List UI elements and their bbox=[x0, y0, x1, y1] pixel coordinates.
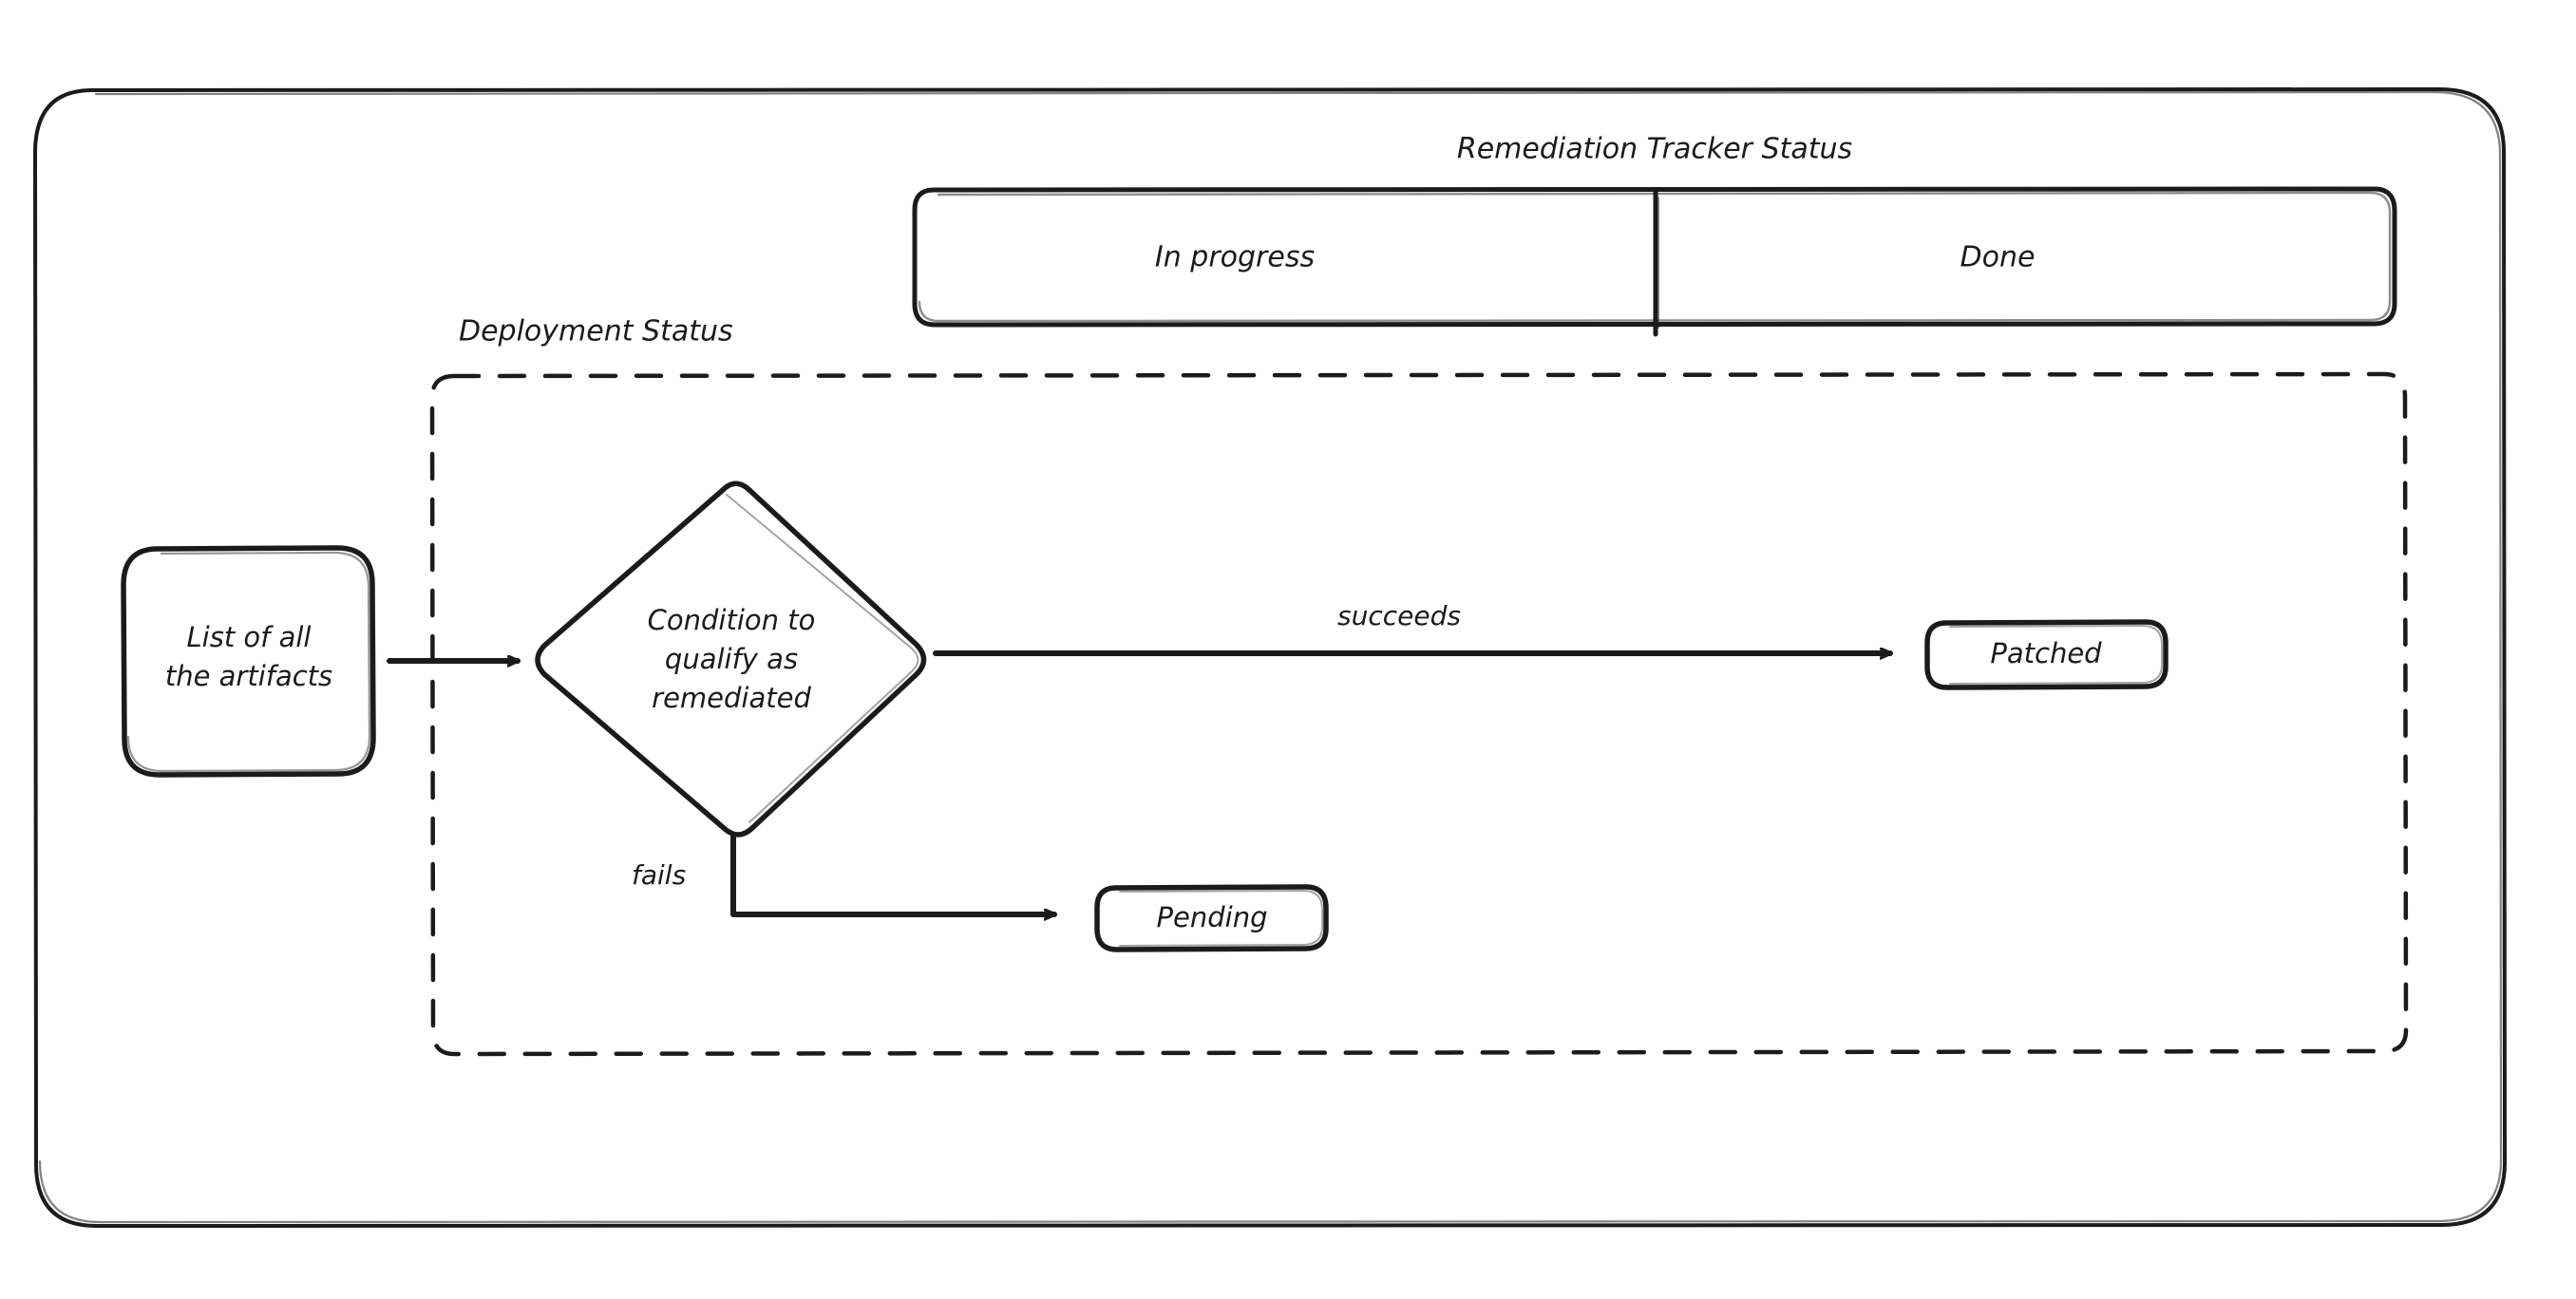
node-condition-label-line3: remediated bbox=[652, 682, 811, 714]
edge-label-succeeds: succeeds bbox=[1337, 600, 1461, 631]
node-condition-label-line1: Condition to bbox=[648, 604, 816, 636]
node-artifacts-label-line2: the artifacts bbox=[165, 660, 332, 692]
group-label-deployment-status: Deployment Status bbox=[459, 315, 733, 348]
node-patched-label: Patched bbox=[1990, 637, 2102, 669]
node-condition[interactable] bbox=[535, 480, 927, 838]
node-condition-label-line2: qualify as bbox=[665, 643, 798, 675]
node-patched[interactable] bbox=[1924, 619, 2169, 690]
node-artifacts-label-line1: List of all bbox=[187, 621, 312, 653]
swimlane-lane-done-label: Done bbox=[1960, 241, 2036, 274]
node-pending-label: Pending bbox=[1157, 901, 1268, 933]
edge-condition-to-pending bbox=[730, 833, 1057, 914]
node-pending[interactable] bbox=[1094, 884, 1329, 952]
edge-label-fails: fails bbox=[632, 859, 686, 891]
swimlane-lane-in-progress-label: In progress bbox=[1155, 241, 1315, 274]
outer-container bbox=[33, 87, 2507, 1228]
swimlane-title: Remediation Tracker Status bbox=[1457, 133, 1852, 166]
node-artifacts[interactable] bbox=[121, 545, 376, 778]
swimlane-box bbox=[912, 186, 2397, 337]
